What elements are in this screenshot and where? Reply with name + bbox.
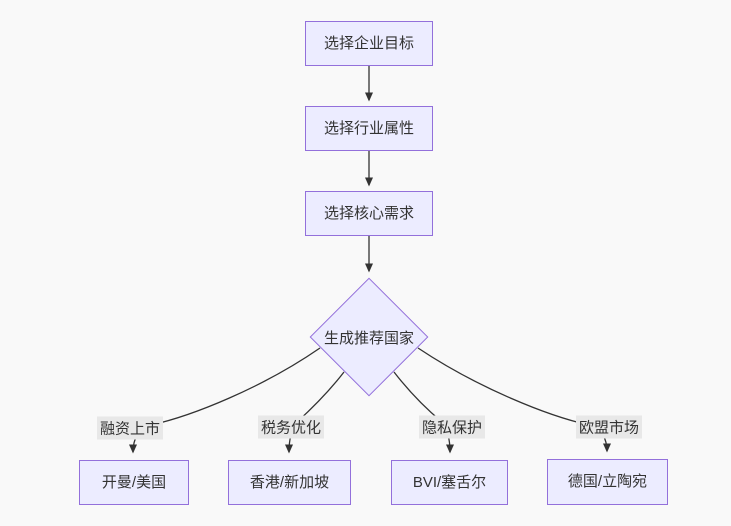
node-bvi-seychelles: BVI/塞舌尔 [391, 460, 508, 505]
edge-label-financing-ipo: 融资上市 [96, 416, 164, 440]
edge-label-eu-market: 欧盟市场 [575, 415, 643, 439]
node-hk-singapore: 香港/新加坡 [228, 460, 351, 505]
node-goal: 选择企业目标 [305, 21, 433, 66]
edge-label-tax-optimization: 税务优化 [257, 415, 325, 439]
node-needs: 选择核心需求 [305, 191, 433, 236]
node-germany-lithuania: 德国/立陶宛 [547, 459, 668, 505]
node-recommend-label: 生成推荐国家 [323, 330, 414, 347]
node-cayman-usa: 开曼/美国 [79, 460, 189, 505]
edge-recommend-to-hk [285, 371, 345, 454]
node-industry: 选择行业属性 [305, 106, 433, 151]
edge-recommend-to-bvi [393, 371, 454, 454]
edge-label-privacy-protection: 隐私保护 [418, 415, 486, 439]
